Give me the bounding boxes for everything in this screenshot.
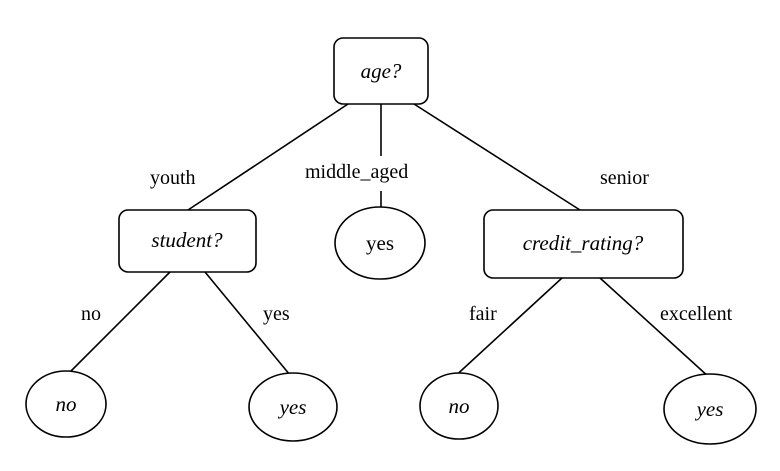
node-student-no-ellipse: [25, 370, 107, 438]
branch-label-middle-aged: middle_aged: [305, 161, 408, 183]
node-middle-leaf-label: yes: [366, 231, 394, 255]
branch-label-youth: youth: [150, 167, 196, 189]
node-credit-box: [483, 209, 684, 279]
node-root: age?: [333, 37, 429, 105]
node-root-label: age?: [361, 59, 402, 83]
node-student-yes: yes: [248, 372, 338, 442]
branch-label-student-yes: yes: [263, 303, 290, 325]
node-credit-fair-label: no: [449, 394, 470, 418]
branch-label-credit-excellent: excellent: [660, 303, 733, 325]
edge-credit-excellent: [599, 277, 711, 379]
node-student: student?: [118, 209, 257, 273]
node-student-no-label: no: [56, 392, 77, 416]
node-credit-excellent-ellipse: [663, 373, 757, 445]
node-student-box: [118, 209, 257, 273]
node-student-yes-label: yes: [278, 395, 307, 419]
edge-student-yes: [204, 271, 291, 376]
node-root-box: [333, 37, 429, 105]
node-credit-excellent: yes: [663, 373, 757, 445]
node-student-label: student?: [151, 228, 223, 252]
node-credit-fair-ellipse: [419, 372, 499, 440]
node-credit-excellent-label: yes: [695, 397, 724, 421]
branch-label-senior: senior: [600, 167, 649, 189]
node-middle-leaf: yes: [334, 206, 426, 280]
node-student-yes-ellipse: [248, 372, 338, 442]
edge-root-credit: [413, 103, 581, 211]
edge-root-student: [187, 103, 349, 211]
branch-label-credit-fair: fair: [469, 303, 497, 325]
node-credit-fair: no: [419, 372, 499, 440]
node-credit: credit_rating?: [483, 209, 684, 279]
node-credit-label: credit_rating?: [523, 231, 644, 255]
edge-student-no: [61, 271, 171, 381]
node-middle-leaf-ellipse: [334, 206, 426, 280]
branch-label-student-no: no: [81, 303, 101, 325]
edge-credit-fair: [450, 277, 563, 381]
node-student-no: no: [25, 370, 107, 438]
